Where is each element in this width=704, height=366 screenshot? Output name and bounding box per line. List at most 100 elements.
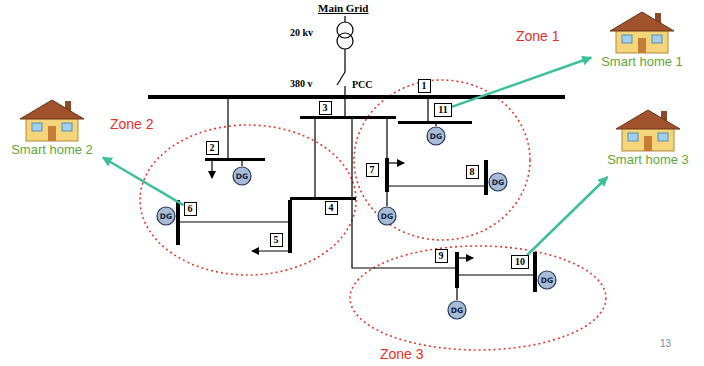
supply-arrow xyxy=(452,58,592,107)
house-window xyxy=(652,35,662,43)
house-icon xyxy=(614,108,682,152)
dg-circle: DG xyxy=(156,206,176,226)
bus-number-box: 5 xyxy=(270,233,283,247)
dg-circle-shape xyxy=(489,173,507,191)
bus-number-box: 6 xyxy=(184,202,197,216)
house-icon xyxy=(18,98,86,142)
feeder-line xyxy=(352,119,455,268)
grid-label: 380 v xyxy=(290,78,313,89)
dg-label: DG xyxy=(430,132,442,141)
bus-bar xyxy=(385,158,389,192)
bus-number-box: 11 xyxy=(434,103,451,117)
house-window xyxy=(62,123,72,131)
bus-number-box: 7 xyxy=(366,163,379,177)
house-wall xyxy=(616,29,668,53)
zone-label: Zone 2 xyxy=(110,116,154,132)
supply-arrow xyxy=(103,158,184,206)
bus-number: 6 xyxy=(188,203,193,214)
bus-bar xyxy=(455,252,459,288)
house-roof xyxy=(616,110,680,129)
load-arrow xyxy=(212,161,473,258)
feeder-line xyxy=(427,99,428,121)
feeder-line xyxy=(435,124,436,126)
house-window xyxy=(622,35,632,43)
transformer-symbol xyxy=(344,86,345,116)
dg-circle-shape xyxy=(427,127,445,145)
house-wall xyxy=(26,117,78,141)
dg-circle-shape xyxy=(378,207,396,225)
bus-number: 5 xyxy=(274,234,279,245)
bus-bar xyxy=(205,158,265,161)
dg-circle-shape xyxy=(233,167,251,185)
smart-home: Smart home 2 xyxy=(1,88,103,167)
transformer-symbol xyxy=(337,33,353,49)
dg-circle: DG xyxy=(232,166,252,186)
feeder-line xyxy=(456,288,457,300)
bus-number: 10 xyxy=(515,256,525,267)
house-wall xyxy=(622,127,674,151)
transformer-symbol xyxy=(337,72,345,85)
bus-number: 11 xyxy=(438,104,447,115)
feeder-line xyxy=(314,119,315,197)
bus-number: 7 xyxy=(370,164,375,175)
zone-outline xyxy=(354,80,530,240)
dg-circle-shape xyxy=(157,207,175,225)
house-door xyxy=(48,126,56,141)
bus-number-box: 8 xyxy=(466,165,479,179)
dg-label: DG xyxy=(541,276,553,285)
bus-bar xyxy=(288,200,292,253)
dg-label: DG xyxy=(160,212,172,221)
supply-arrow xyxy=(527,177,607,255)
house-window xyxy=(658,133,668,141)
bus-bar xyxy=(300,116,396,119)
load-arrow xyxy=(252,250,288,251)
dg-label: DG xyxy=(236,172,248,181)
feeder-line xyxy=(180,99,533,300)
dg-circle: DG xyxy=(377,206,397,226)
smart-home: Smart home 1 xyxy=(591,0,693,79)
bus-bar xyxy=(398,121,472,124)
home-label: Smart home 3 xyxy=(607,152,689,167)
dg-circle-shape xyxy=(538,271,556,289)
home-label: Smart home 1 xyxy=(601,54,683,69)
zone-outline xyxy=(140,80,606,350)
dg-circle: DG xyxy=(537,270,557,290)
bus-number-box: 2 xyxy=(206,141,219,155)
bus-number-box: 1 xyxy=(418,79,431,93)
transformer-symbol xyxy=(337,16,353,116)
house-icon xyxy=(608,10,676,54)
load-arrow xyxy=(211,161,212,178)
zone-label: Zone 1 xyxy=(516,28,560,44)
bus-number: 2 xyxy=(210,142,215,153)
load-arrow xyxy=(389,162,404,163)
grid-label: PCC xyxy=(352,79,373,90)
load-arrow xyxy=(459,257,473,258)
feeder-line xyxy=(389,185,484,186)
dg-circle-shape xyxy=(448,301,466,319)
bus-number: 1 xyxy=(422,80,427,91)
dg-circle: DG xyxy=(447,300,467,320)
bus-bar xyxy=(148,95,565,99)
feeder-line xyxy=(180,221,288,222)
house-roof xyxy=(610,12,674,31)
grid-label: 20 kv xyxy=(290,27,313,38)
feeder-line xyxy=(386,192,387,206)
bus-number-box: 4 xyxy=(325,201,338,215)
feeder-line xyxy=(241,161,242,166)
bus-number-box: 9 xyxy=(435,249,448,263)
bus-number: 3 xyxy=(323,102,328,113)
bus-bar xyxy=(148,95,565,292)
house-door xyxy=(638,38,646,53)
bus-number-box: 3 xyxy=(319,101,332,115)
bus-bar xyxy=(290,197,356,200)
bus-number: 9 xyxy=(439,250,444,261)
bus-bar xyxy=(533,252,537,292)
house-roof xyxy=(20,100,84,119)
dg-label: DG xyxy=(451,306,463,315)
dg-label: DG xyxy=(381,212,393,221)
home-label: Smart home 2 xyxy=(11,142,93,157)
house-window xyxy=(628,133,638,141)
